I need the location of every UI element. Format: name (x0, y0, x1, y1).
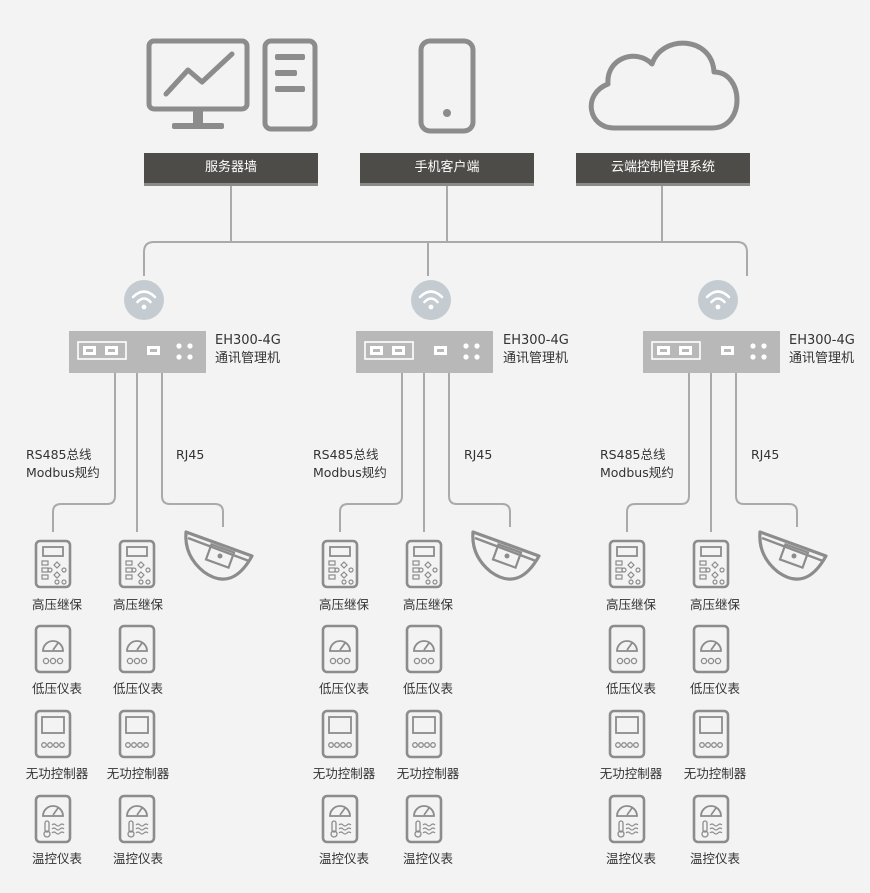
connection-line (448, 373, 511, 527)
connection-line (735, 373, 798, 527)
rs485-label-3: RS485总线 Modbus规约 (600, 447, 674, 480)
device-label-temp-meter: 温控仪表 (31, 851, 82, 866)
thermo-meter-icon (321, 794, 359, 844)
relay-protection-icon (118, 539, 156, 589)
gateway-device (356, 331, 493, 373)
device-label-var-controller: 无功控制器 (312, 766, 376, 781)
cloud-system-label: 云端控制管理系统 (576, 153, 750, 183)
gateway-2-label: EH300-4G 通讯管理机 (503, 332, 569, 368)
device-label-temp-meter: 温控仪表 (402, 851, 453, 866)
rs485-label-1: RS485总线 Modbus规约 (26, 447, 100, 480)
device-label-hv-relay: 高压继保 (689, 597, 740, 612)
thermo-meter-icon (405, 794, 443, 844)
device-label-var-controller: 无功控制器 (599, 766, 663, 781)
device-label-var-controller: 无功控制器 (683, 766, 747, 781)
monitor-chart-icon (146, 38, 250, 129)
gateway-device (643, 331, 780, 373)
rj45-label-1: RJ45 (176, 447, 205, 462)
cloud-icon (588, 40, 740, 131)
gateway-name: 通讯管理机 (789, 351, 855, 366)
meter-gauge-icon (34, 624, 72, 674)
meter-gauge-icon (405, 624, 443, 674)
device-label-lv-meter: 低压仪表 (31, 681, 82, 696)
rs485-label-2: RS485总线 Modbus规约 (313, 447, 387, 480)
gateway-model: EH300-4G (503, 333, 569, 348)
reactive-controller-icon (321, 709, 359, 759)
device-label-hv-relay: 高压继保 (318, 597, 369, 612)
gateway-model: EH300-4G (215, 333, 281, 348)
device-label-temp-meter: 温控仪表 (112, 851, 163, 866)
device-label-var-controller: 无功控制器 (25, 766, 89, 781)
meter-gauge-icon (608, 624, 646, 674)
wifi-icon (698, 280, 738, 320)
device-label-var-controller: 无功控制器 (396, 766, 460, 781)
reactive-controller-icon (608, 709, 646, 759)
dome-camera-icon (184, 530, 254, 581)
reactive-controller-icon (692, 709, 730, 759)
gateway-device (69, 331, 206, 373)
dome-camera-icon (758, 530, 828, 581)
rj45-label-3: RJ45 (751, 447, 780, 462)
connection-line (339, 373, 403, 532)
reactive-controller-icon (118, 709, 156, 759)
dome-camera-icon (471, 530, 541, 581)
device-label-var-controller: 无功控制器 (106, 766, 170, 781)
server-wall-label: 服务器墙 (144, 153, 318, 183)
wifi-icon (411, 280, 451, 320)
gateway-name: 通讯管理机 (215, 351, 281, 366)
meter-gauge-icon (692, 624, 730, 674)
thermo-meter-icon (692, 794, 730, 844)
mobile-client-label: 手机客户端 (360, 153, 534, 183)
relay-protection-icon (34, 539, 72, 589)
connection-line (52, 373, 116, 532)
device-label-temp-meter: 温控仪表 (689, 851, 740, 866)
device-label-temp-meter: 温控仪表 (318, 851, 369, 866)
wifi-icon (124, 280, 164, 320)
reactive-controller-icon (405, 709, 443, 759)
device-label-hv-relay: 高压继保 (605, 597, 656, 612)
meter-gauge-icon (118, 624, 156, 674)
thermo-meter-icon (34, 794, 72, 844)
device-label-hv-relay: 高压继保 (112, 597, 163, 612)
gateway-1-label: EH300-4G 通讯管理机 (215, 332, 281, 368)
connection-line (626, 373, 690, 532)
relay-protection-icon (321, 539, 359, 589)
device-label-lv-meter: 低压仪表 (402, 681, 453, 696)
gateway-3-label: EH300-4G 通讯管理机 (789, 332, 855, 368)
relay-protection-icon (608, 539, 646, 589)
relay-protection-icon (405, 539, 443, 589)
device-label-lv-meter: 低压仪表 (318, 681, 369, 696)
connection-line (143, 241, 748, 276)
thermo-meter-icon (118, 794, 156, 844)
server-tower-icon (262, 38, 318, 132)
reactive-controller-icon (34, 709, 72, 759)
rj45-label-2: RJ45 (464, 447, 493, 462)
device-label-lv-meter: 低压仪表 (112, 681, 163, 696)
mobile-phone-icon (418, 38, 476, 134)
device-label-temp-meter: 温控仪表 (605, 851, 656, 866)
meter-gauge-icon (321, 624, 359, 674)
device-label-lv-meter: 低压仪表 (689, 681, 740, 696)
gateway-name: 通讯管理机 (503, 351, 569, 366)
device-label-hv-relay: 高压继保 (402, 597, 453, 612)
device-label-lv-meter: 低压仪表 (605, 681, 656, 696)
thermo-meter-icon (608, 794, 646, 844)
device-label-hv-relay: 高压继保 (31, 597, 82, 612)
gateway-model: EH300-4G (789, 333, 855, 348)
relay-protection-icon (692, 539, 730, 589)
connection-line (161, 373, 224, 527)
